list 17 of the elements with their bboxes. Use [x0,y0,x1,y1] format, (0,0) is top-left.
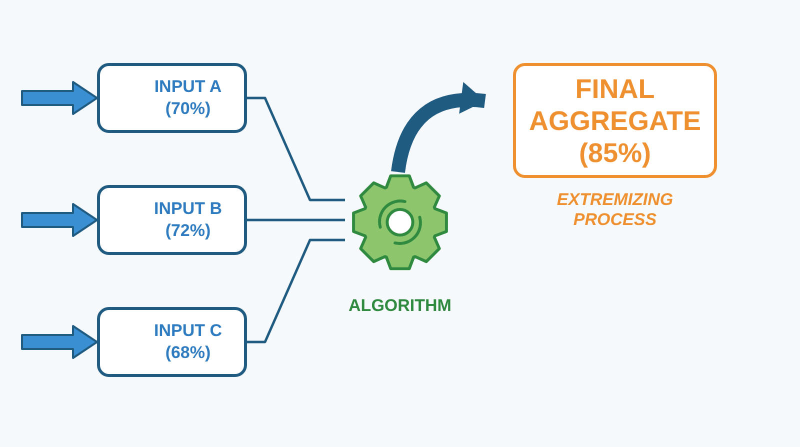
process-caption: EXTREMIZING PROCESS [556,190,674,230]
connector-line [247,96,345,202]
arrow [391,83,486,174]
input-box [97,307,247,377]
arrow [21,81,98,115]
input-box [97,63,247,133]
input-label: INPUT B (72%) [153,198,223,242]
input-label: INPUT A (70%) [153,76,223,120]
connector-line [247,218,345,222]
input-box [97,185,247,255]
result-box [513,63,717,178]
gear-label: ALGORITHM [348,294,452,316]
result-label: FINAL AGGREGATE (85%) [528,72,702,168]
input-label: INPUT C (68%) [153,320,223,364]
connector-line [247,238,345,344]
arrow [21,325,98,359]
arrow [21,203,98,237]
